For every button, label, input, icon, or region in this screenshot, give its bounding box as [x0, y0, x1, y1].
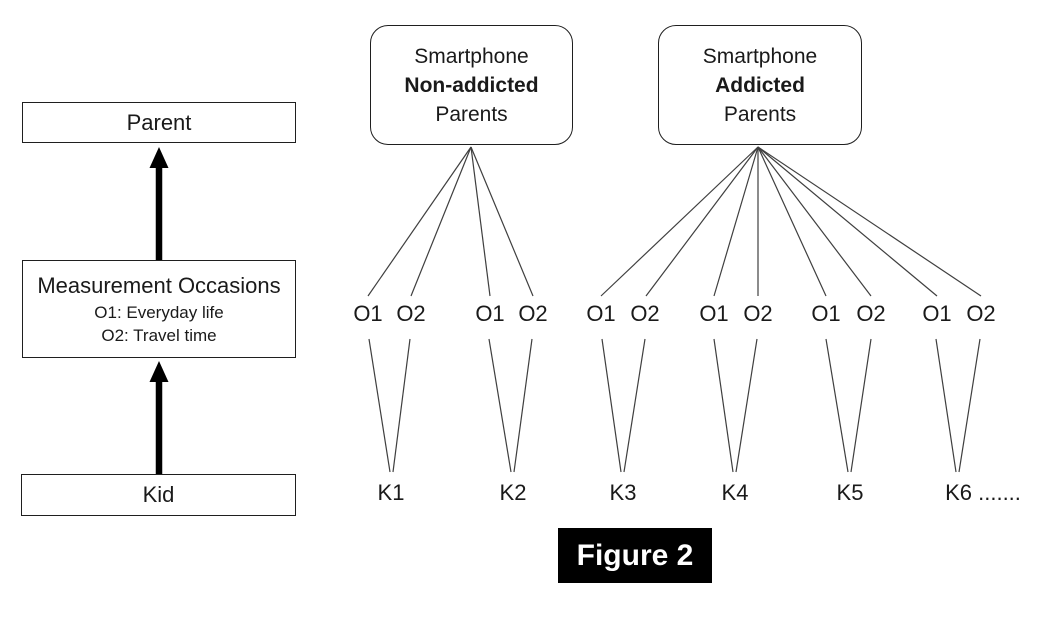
- addicted-line2: Addicted: [715, 73, 805, 97]
- kid-box: Kid: [21, 474, 296, 516]
- parent-box: Parent: [22, 102, 296, 143]
- figure-caption-text: Figure 2: [576, 538, 694, 572]
- addicted-fan-lines: [600, 146, 982, 297]
- occasion-label: O2: [630, 301, 660, 326]
- parent-box-label: Parent: [126, 109, 192, 135]
- measurement-occasions-title: Measurement Occasions: [37, 273, 281, 298]
- nonaddicted-line3: Parents: [435, 102, 508, 126]
- kid-box-label: Kid: [142, 482, 175, 507]
- kid-label: K2: [499, 480, 527, 505]
- nonaddicted-fan-lines: [367, 146, 534, 297]
- occasion-label: O1: [922, 301, 952, 326]
- occasion-label: O2: [966, 301, 996, 326]
- occasion-label: O2: [518, 301, 548, 326]
- nonaddicted-line1: Smartphone: [414, 44, 529, 68]
- occasion-label: O1: [475, 301, 505, 326]
- arrow-measurement-to-parent: [149, 147, 169, 260]
- occasion-label: O2: [743, 301, 773, 326]
- kid-label: K4: [721, 480, 749, 505]
- occasion-label: O1: [586, 301, 616, 326]
- occasion-label: O1: [699, 301, 729, 326]
- measurement-o1-description: O1: Everyday life: [94, 303, 224, 322]
- addicted-line1: Smartphone: [702, 44, 818, 68]
- occasion-kid-lines: [368, 338, 981, 473]
- group-box-addicted-parents: Smartphone Addicted Parents: [658, 25, 862, 145]
- kid-label: K5: [836, 480, 864, 505]
- occasion-label: O1: [811, 301, 841, 326]
- kid-label: K3: [609, 480, 637, 505]
- kid-label: K1: [377, 480, 405, 505]
- measurement-o2-description: O2: Travel time: [101, 326, 217, 345]
- addicted-line3: Parents: [723, 102, 797, 126]
- occasion-label: O1: [353, 301, 383, 326]
- figure-caption: Figure 2: [558, 528, 712, 583]
- group-box-nonaddicted-parents: Smartphone Non-addicted Parents: [370, 25, 573, 145]
- measurement-occasions-box: Measurement Occasions O1: Everyday life …: [22, 260, 296, 358]
- occasion-label: O2: [396, 301, 426, 326]
- kid-label: K6 .......: [945, 480, 1021, 505]
- arrow-kid-to-measurement: [149, 361, 169, 474]
- nonaddicted-line2: Non-addicted: [404, 73, 539, 97]
- occasion-label: O2: [856, 301, 886, 326]
